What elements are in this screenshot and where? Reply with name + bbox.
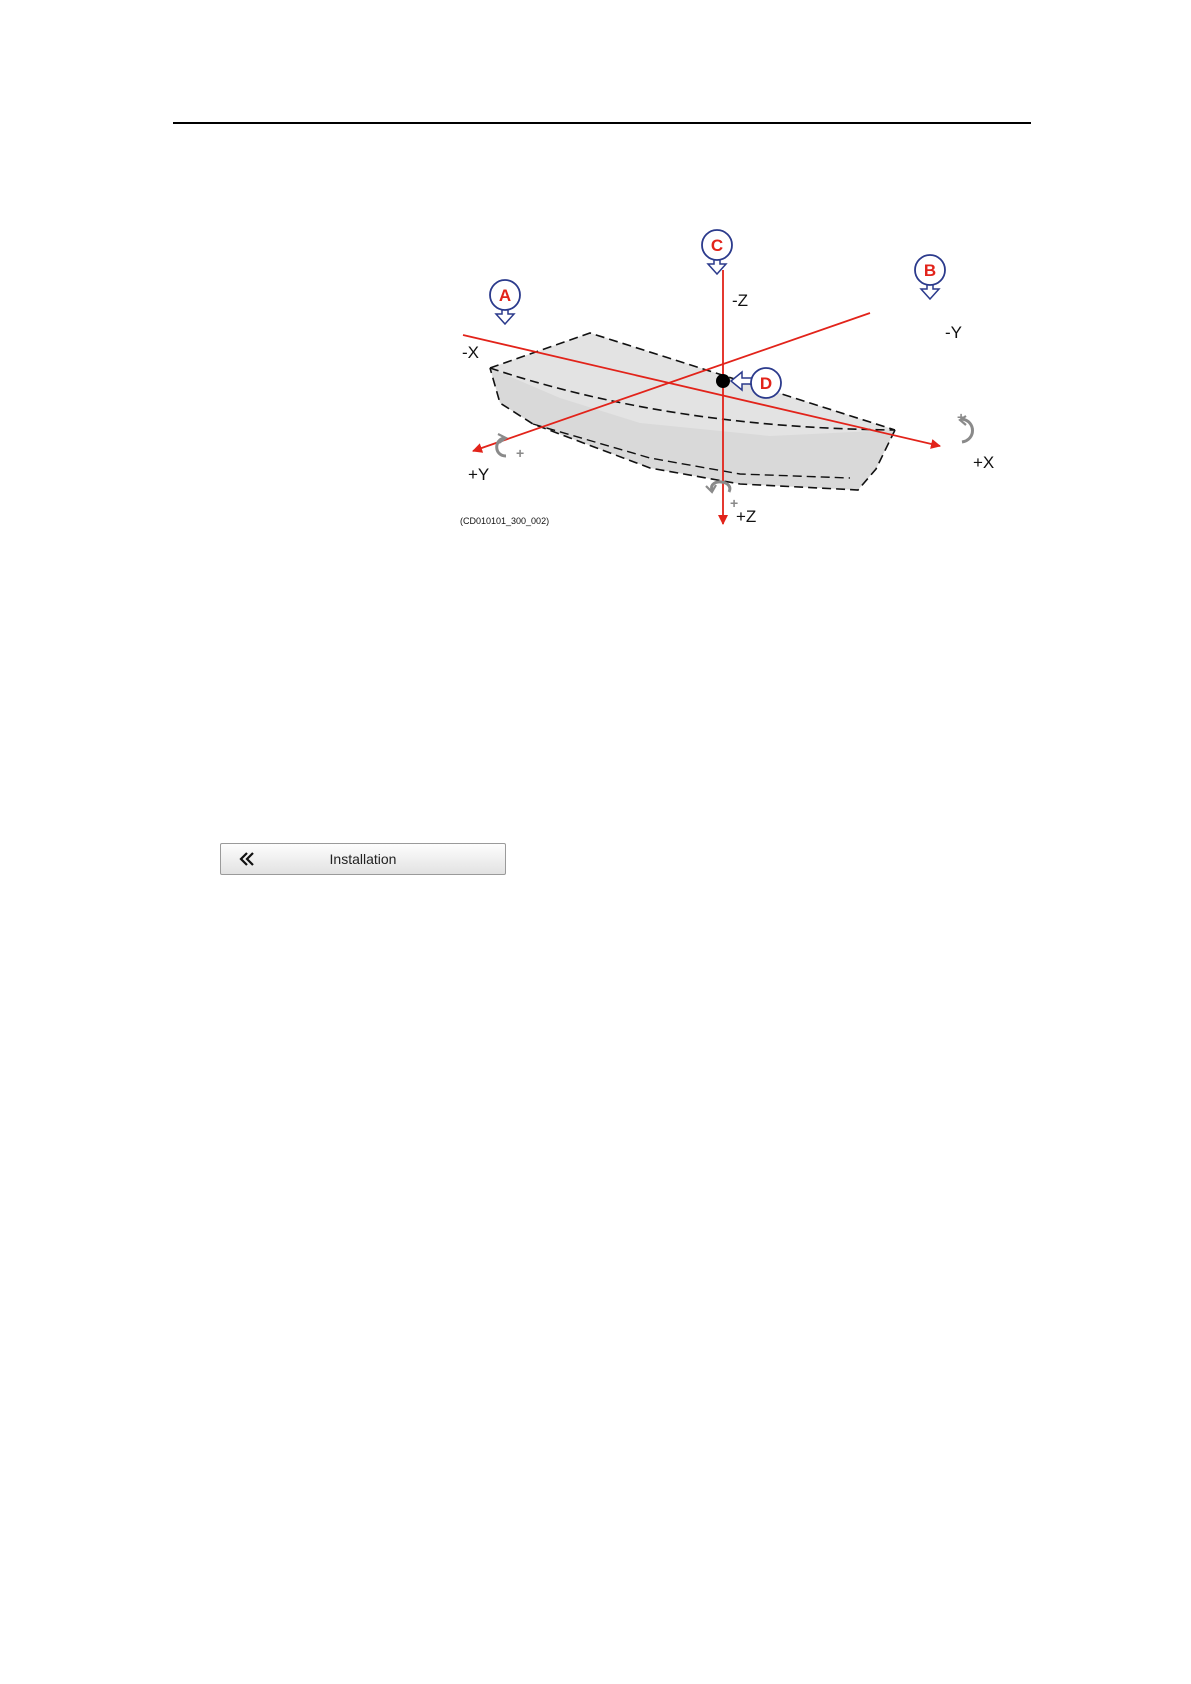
callout-a: A — [490, 280, 520, 324]
origin-point — [716, 374, 730, 388]
z-rotation-arrow-icon — [706, 482, 730, 492]
y-rotation-arrow-icon — [497, 434, 506, 456]
vessel-hull — [490, 333, 895, 490]
header-rule — [173, 122, 1031, 124]
callout-b: B — [915, 255, 945, 299]
pos-z-label: +Z — [736, 507, 756, 526]
figure-id: (CD010101_300_002) — [460, 516, 549, 526]
neg-z-label: -Z — [732, 291, 748, 310]
neg-y-label: -Y — [945, 323, 962, 342]
coordinate-system-diagram: + + + -X +X -Y +Y -Z +Z A B C — [440, 228, 1040, 538]
callout-b-letter: B — [924, 261, 936, 280]
installation-back-button[interactable]: Installation — [220, 843, 506, 875]
pos-y-label: +Y — [468, 465, 489, 484]
callout-d-letter: D — [760, 374, 772, 393]
pos-x-label: +X — [973, 453, 994, 472]
neg-x-label: -X — [462, 343, 479, 362]
y-rotation-sign: + — [516, 445, 524, 461]
callout-c: C — [702, 230, 732, 274]
callout-c-letter: C — [711, 236, 723, 255]
callout-a-letter: A — [499, 286, 511, 305]
vessel-coordinate-figure: + + + -X +X -Y +Y -Z +Z A B C — [440, 228, 1040, 538]
installation-button-label: Installation — [221, 851, 505, 867]
x-rotation-sign: + — [957, 409, 965, 425]
